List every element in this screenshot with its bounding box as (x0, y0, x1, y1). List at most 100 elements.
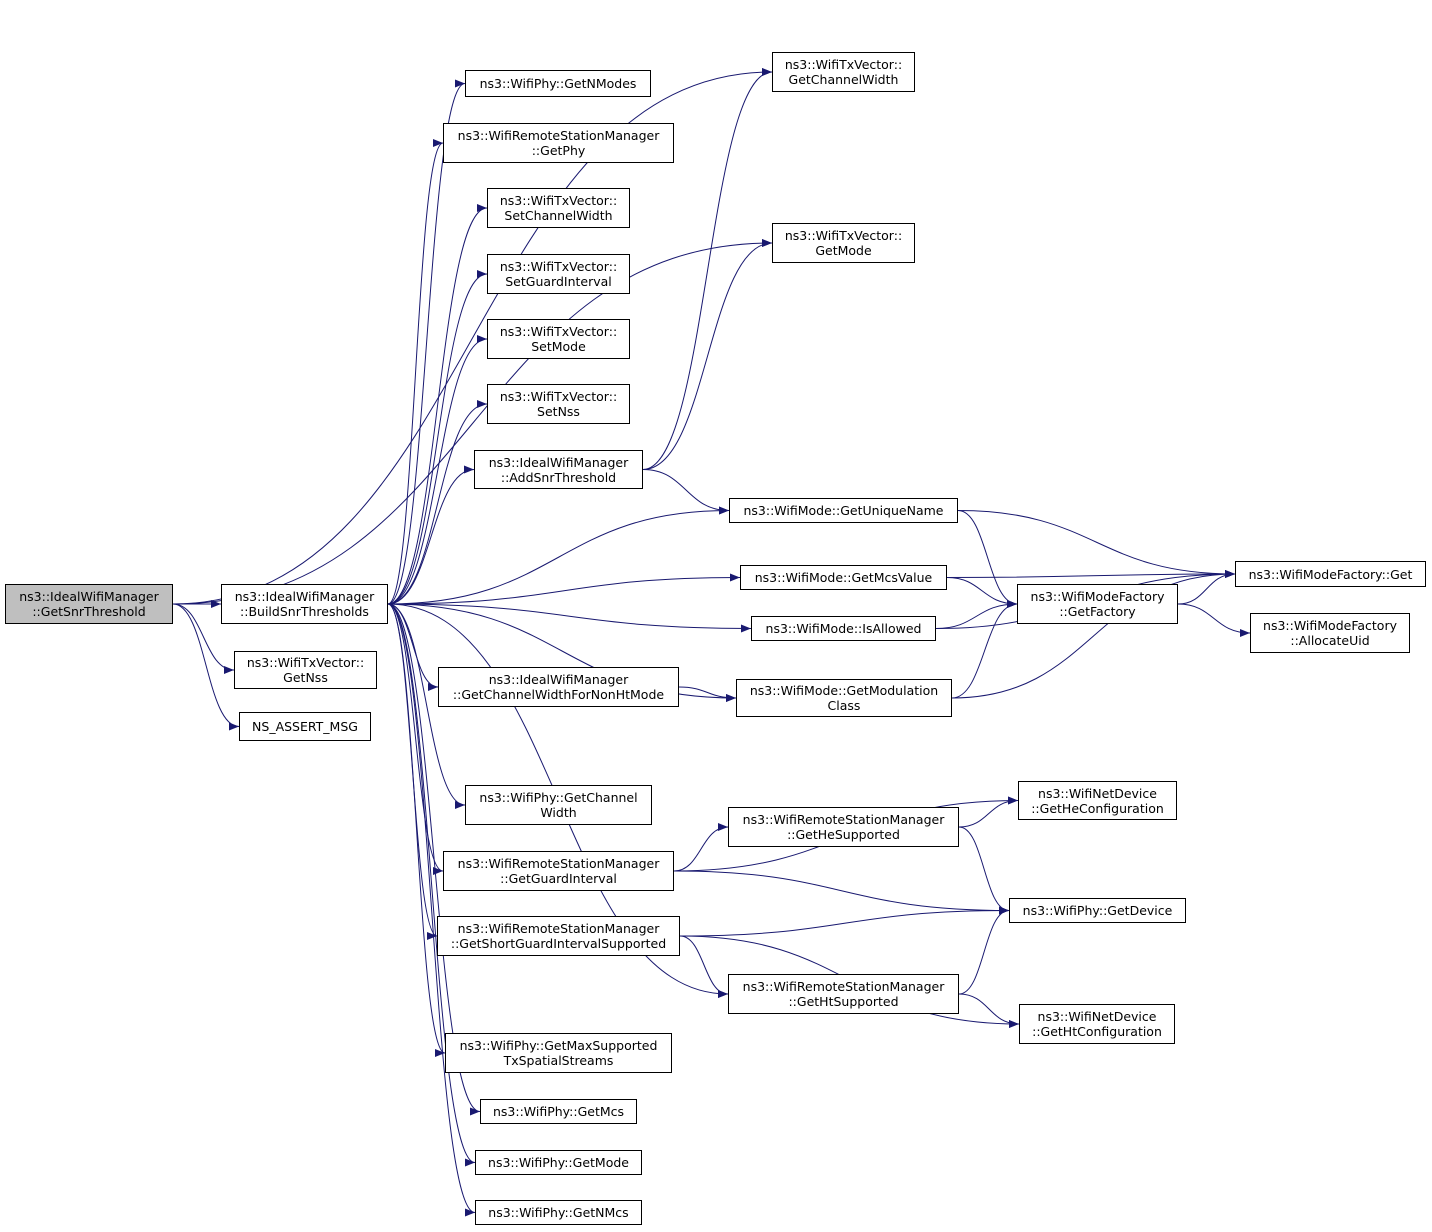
node-setnss[interactable]: ns3::WifiTxVector::SetNss (487, 384, 630, 424)
node-label-line: ns3::WifiRemoteStationManager (742, 812, 945, 827)
node-label-line: ns3::WifiModeFactory (1263, 618, 1397, 633)
node-label-line: ::AddSnrThreshold (500, 469, 617, 485)
edge-build-to-getmaxss (387, 603, 446, 1057)
node-label-line: ns3::WifiRemoteStationManager (457, 856, 660, 871)
node-label-line: ns3::WifiRemoteStationManager (742, 979, 945, 994)
node-label-line: ns3::WifiPhy::GetMode (488, 1155, 629, 1170)
node-getmcs[interactable]: ns3::WifiPhy::GetMcs (480, 1099, 637, 1124)
node-label-line: SetMode (531, 339, 586, 354)
edge-htsupported-to-htcfg (958, 993, 1020, 1028)
node-setmode[interactable]: ns3::WifiTxVector::SetMode (487, 319, 630, 359)
edge-htsupported-to-getdevice (958, 906, 1010, 995)
node-label-line: ns3::IdealWifiManager (488, 454, 629, 470)
node-label-line: SetChannelWidth (504, 208, 613, 223)
edge-getcwnonht-to-modclass (678, 686, 737, 702)
edge-build-to-isallowed (387, 603, 752, 633)
node-label-line: ::GetSnrThreshold (32, 604, 146, 619)
edge-hesupported-to-getdevice (958, 826, 1010, 915)
node-label-line: ns3::WifiTxVector:: (499, 259, 618, 274)
node-label-line: Class (827, 698, 861, 713)
node-label-line: ::GetHeConfiguration (1031, 800, 1164, 816)
node-addsnr[interactable]: ns3::IdealWifiManager::AddSnrThreshold (474, 450, 643, 489)
node-factoryget[interactable]: ns3::WifiModeFactory::Get (1235, 561, 1426, 587)
edge-build-to-getnmodes (387, 79, 466, 605)
edge-getgi-to-getdevice (673, 870, 1010, 915)
edge-isallowed-to-getfactory (935, 600, 1018, 629)
node-label-line: ns3::WifiMode::GetModulation (749, 683, 939, 698)
node-label-line: ns3::IdealWifiManager (488, 672, 629, 687)
node-getnmcs[interactable]: ns3::WifiPhy::GetNMcs (475, 1200, 642, 1225)
node-txgetmode[interactable]: ns3::WifiTxVector::GetMode (772, 223, 915, 263)
node-label-line: ns3::IdealWifiManager (234, 589, 375, 604)
node-label-line: ::GetFactory (1059, 604, 1136, 619)
node-label-line: ns3::WifiTxVector:: (499, 389, 618, 404)
node-isallowed[interactable]: ns3::WifiMode::IsAllowed (751, 616, 936, 641)
node-label-line: ns3::WifiModeFactory (1030, 589, 1165, 604)
node-allocuid[interactable]: ns3::WifiModeFactory::AllocateUid (1250, 613, 1410, 653)
node-label-line: ns3::WifiMode::GetUniqueName (743, 503, 944, 518)
node-txgetnss[interactable]: ns3::WifiTxVector::GetNss (234, 651, 377, 689)
node-label-line: ns3::WifiTxVector:: (246, 655, 365, 670)
node-label-line: ns3::WifiPhy::GetDevice (1022, 903, 1173, 918)
node-hesupported[interactable]: ns3::WifiRemoteStationManager::GetHeSupp… (728, 807, 959, 847)
node-label-line: ::GetHtConfiguration (1032, 1024, 1162, 1039)
node-getfactory[interactable]: ns3::WifiModeFactory::GetFactory (1017, 584, 1178, 624)
node-getsgi[interactable]: ns3::WifiRemoteStationManager::GetShortG… (437, 916, 680, 956)
node-label-line: ns3::WifiPhy::GetMaxSupported (459, 1038, 658, 1053)
node-mcsvalue[interactable]: ns3::WifiMode::GetMcsValue (740, 565, 947, 590)
edge-hesupported-to-hecfg (958, 796, 1019, 828)
node-setgi[interactable]: ns3::WifiTxVector::SetGuardInterval (487, 254, 630, 294)
node-htcfg[interactable]: ns3::WifiNetDevice::GetHtConfiguration (1019, 1004, 1175, 1044)
edge-build-to-getmode (387, 603, 476, 1167)
node-label-line: GetChannelWidth (788, 72, 899, 87)
node-getgi[interactable]: ns3::WifiRemoteStationManager::GetGuardI… (443, 851, 674, 891)
node-getsnr: ns3::IdealWifiManager::GetSnrThreshold (5, 584, 173, 624)
node-label-line: ns3::WifiRemoteStationManager (457, 128, 660, 143)
edge-build-to-getmcs (387, 603, 481, 1116)
node-label-line: ::GetChannelWidthForNonHtMode (452, 687, 665, 702)
edge-addsnr-to-uniquename (642, 469, 730, 515)
edge-mcsvalue-to-factoryget (946, 570, 1236, 579)
node-label-line: ns3::WifiRemoteStationManager (457, 921, 660, 936)
node-hecfg[interactable]: ns3::WifiNetDevice::GetHeConfiguration (1018, 781, 1177, 820)
node-htsupported[interactable]: ns3::WifiRemoteStationManager::GetHtSupp… (728, 974, 959, 1014)
edge-build-to-setmode (387, 335, 488, 605)
edge-getsnr-to-txgetnss (172, 603, 235, 674)
edge-getfactory-to-factoryget (1177, 570, 1236, 605)
edge-mcsvalue-to-getfactory (946, 577, 1018, 608)
node-uniquename[interactable]: ns3::WifiMode::GetUniqueName (729, 498, 958, 523)
node-label-line: SetNss (537, 404, 580, 419)
node-assert[interactable]: NS_ASSERT_MSG (239, 712, 371, 741)
edge-addsnr-to-txgetmode (642, 239, 773, 470)
node-getdevice[interactable]: ns3::WifiPhy::GetDevice (1009, 898, 1186, 923)
edge-getsgi-to-getdevice (679, 906, 1010, 937)
node-label-line: ns3::WifiPhy::GetNModes (479, 76, 637, 91)
node-rsmgetphy[interactable]: ns3::WifiRemoteStationManager::GetPhy (443, 123, 674, 163)
edge-modclass-to-factoryget (951, 570, 1236, 699)
node-label-line: ::GetPhy (531, 143, 586, 158)
node-label-line: ns3::WifiNetDevice (1037, 1009, 1157, 1024)
node-txgetcw[interactable]: ns3::WifiTxVector::GetChannelWidth (772, 52, 915, 92)
node-label-line: ns3::WifiPhy::GetChannel (479, 790, 638, 805)
edge-build-to-setcw (387, 204, 488, 605)
node-setcw[interactable]: ns3::WifiTxVector::SetChannelWidth (487, 188, 630, 228)
edge-getsgi-to-htsupported (679, 935, 729, 998)
node-label-line: ns3::WifiTxVector:: (784, 228, 903, 243)
node-getmode[interactable]: ns3::WifiPhy::GetMode (475, 1150, 642, 1175)
node-label-line: ::BuildSnrThresholds (240, 604, 369, 619)
node-label-line: ns3::WifiMode::IsAllowed (765, 621, 922, 636)
edge-getsnr-to-assert (172, 603, 240, 731)
node-label-line: GetMode (815, 243, 872, 258)
node-getcwnonht[interactable]: ns3::IdealWifiManager::GetChannelWidthFo… (438, 667, 679, 707)
node-label-line: ::GetHtSupported (788, 994, 899, 1009)
edge-build-to-uniquename (387, 506, 730, 605)
node-label-line: SetGuardInterval (505, 274, 612, 289)
node-getnmodes[interactable]: ns3::WifiPhy::GetNModes (465, 70, 651, 97)
node-build[interactable]: ns3::IdealWifiManager::BuildSnrThreshold… (221, 584, 388, 624)
edge-getsnr-to-txgetcw (172, 68, 773, 605)
